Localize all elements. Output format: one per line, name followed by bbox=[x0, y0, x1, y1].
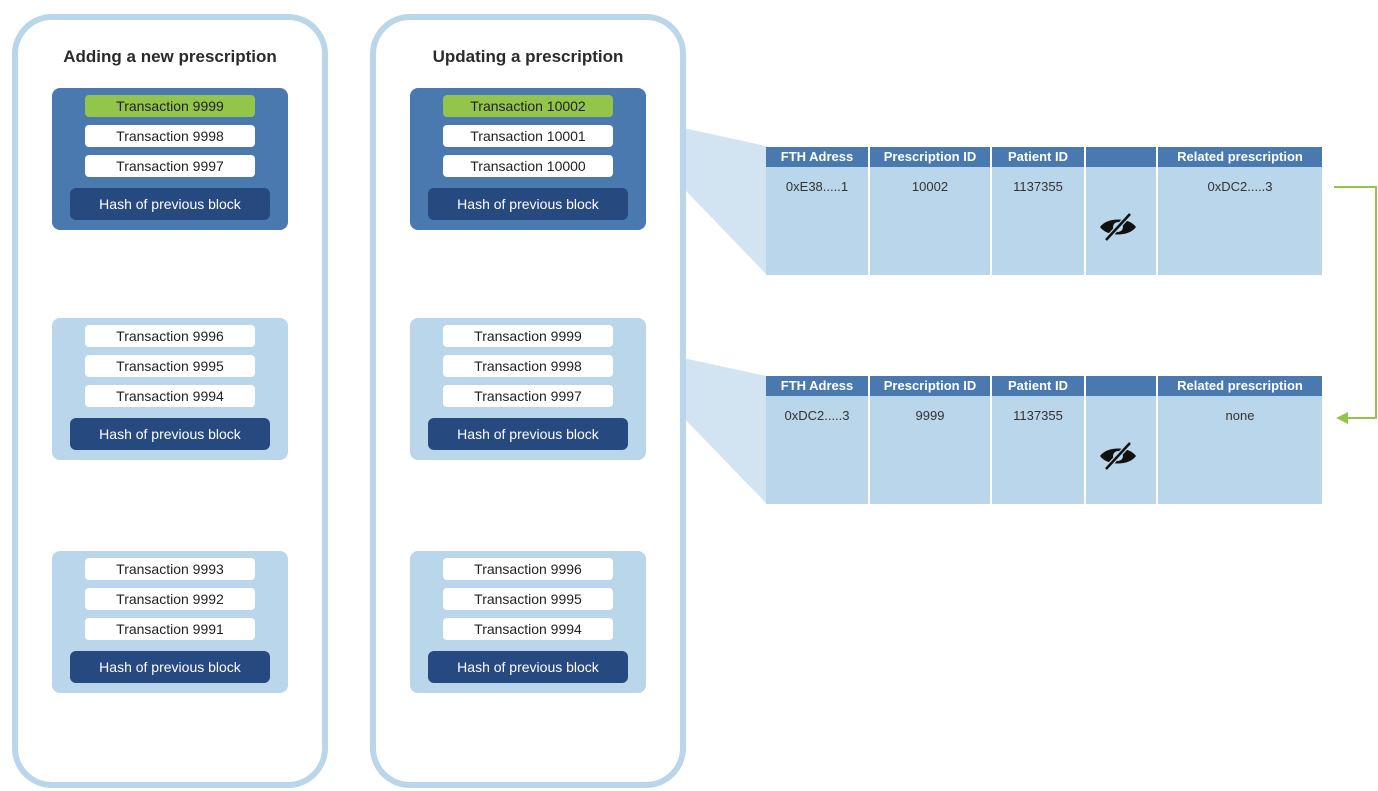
column-header: Related prescription bbox=[1158, 147, 1322, 167]
block: Transaction 9999 Transaction 9998 Transa… bbox=[410, 318, 646, 460]
transaction-item: Transaction 9999 bbox=[85, 95, 255, 117]
green-table-link bbox=[1334, 186, 1377, 419]
column-header bbox=[1086, 147, 1156, 167]
column-header: FTH Adress bbox=[766, 376, 868, 396]
transaction-item: Transaction 9997 bbox=[85, 155, 255, 177]
hash-of-previous-block: Hash of previous block bbox=[70, 651, 270, 683]
transaction-item: Transaction 10002 bbox=[443, 95, 613, 117]
block-latest: Transaction 10002 Transaction 10001 Tran… bbox=[410, 88, 646, 230]
eye-slash-icon bbox=[1100, 213, 1136, 241]
block-latest: Transaction 9999 Transaction 9998 Transa… bbox=[52, 88, 288, 230]
panel-title: Updating a prescription bbox=[432, 47, 624, 66]
hash-of-previous-block: Hash of previous block bbox=[428, 651, 628, 683]
cell-prescription-id: 10002 bbox=[911, 179, 949, 194]
hash-of-previous-block: Hash of previous block bbox=[70, 188, 270, 220]
prescription-record-table: FTH Adress Prescription ID Patient ID Re… bbox=[766, 376, 1322, 504]
transaction-item: Transaction 9996 bbox=[85, 325, 255, 347]
hash-of-previous-block: Hash of previous block bbox=[70, 418, 270, 450]
column-header: Related prescription bbox=[1158, 376, 1322, 396]
transaction-item: Transaction 9992 bbox=[85, 588, 255, 610]
cell-related-prescription: 0xDC2.....3 bbox=[1207, 179, 1273, 194]
column-header bbox=[1086, 376, 1156, 396]
transaction-item: Transaction 9995 bbox=[85, 355, 255, 377]
transaction-item: Transaction 9997 bbox=[443, 385, 613, 407]
cell-fth-address: 0xDC2.....3 bbox=[784, 408, 850, 423]
column-header: Patient ID bbox=[992, 147, 1084, 167]
block: Transaction 9993 Transaction 9992 Transa… bbox=[52, 551, 288, 693]
column-header: Patient ID bbox=[992, 376, 1084, 396]
cell-fth-address: 0xE38.....1 bbox=[785, 179, 849, 194]
transaction-item: Transaction 9991 bbox=[85, 618, 255, 640]
eye-slash-icon bbox=[1100, 442, 1136, 470]
cell-related-prescription: none bbox=[1225, 408, 1255, 423]
transaction-item: Transaction 9995 bbox=[443, 588, 613, 610]
transaction-item: Transaction 9998 bbox=[85, 125, 255, 147]
panel-title: Adding a new prescription bbox=[63, 47, 277, 66]
transaction-item: Transaction 9996 bbox=[443, 558, 613, 580]
column-header: FTH Adress bbox=[766, 147, 868, 167]
green-table-link-head bbox=[1336, 412, 1348, 424]
hash-of-previous-block: Hash of previous block bbox=[428, 188, 628, 220]
prescription-record-table: FTH Adress Prescription ID Patient ID Re… bbox=[766, 147, 1322, 275]
column-header: Prescription ID bbox=[870, 147, 990, 167]
transaction-item: Transaction 9993 bbox=[85, 558, 255, 580]
hash-of-previous-block: Hash of previous block bbox=[428, 418, 628, 450]
transaction-item: Transaction 9999 bbox=[443, 325, 613, 347]
cell-prescription-id: 9999 bbox=[915, 408, 945, 423]
cell-patient-id: 1137355 bbox=[1013, 179, 1063, 194]
transaction-item: Transaction 10001 bbox=[443, 125, 613, 147]
block: Transaction 9996 Transaction 9995 Transa… bbox=[52, 318, 288, 460]
transaction-item: Transaction 9998 bbox=[443, 355, 613, 377]
block: Transaction 9996 Transaction 9995 Transa… bbox=[410, 551, 646, 693]
transaction-item: Transaction 9994 bbox=[443, 618, 613, 640]
cell-patient-id: 1137355 bbox=[1013, 408, 1063, 423]
transaction-item: Transaction 9994 bbox=[85, 385, 255, 407]
transaction-item: Transaction 10000 bbox=[443, 155, 613, 177]
column-header: Prescription ID bbox=[870, 376, 990, 396]
